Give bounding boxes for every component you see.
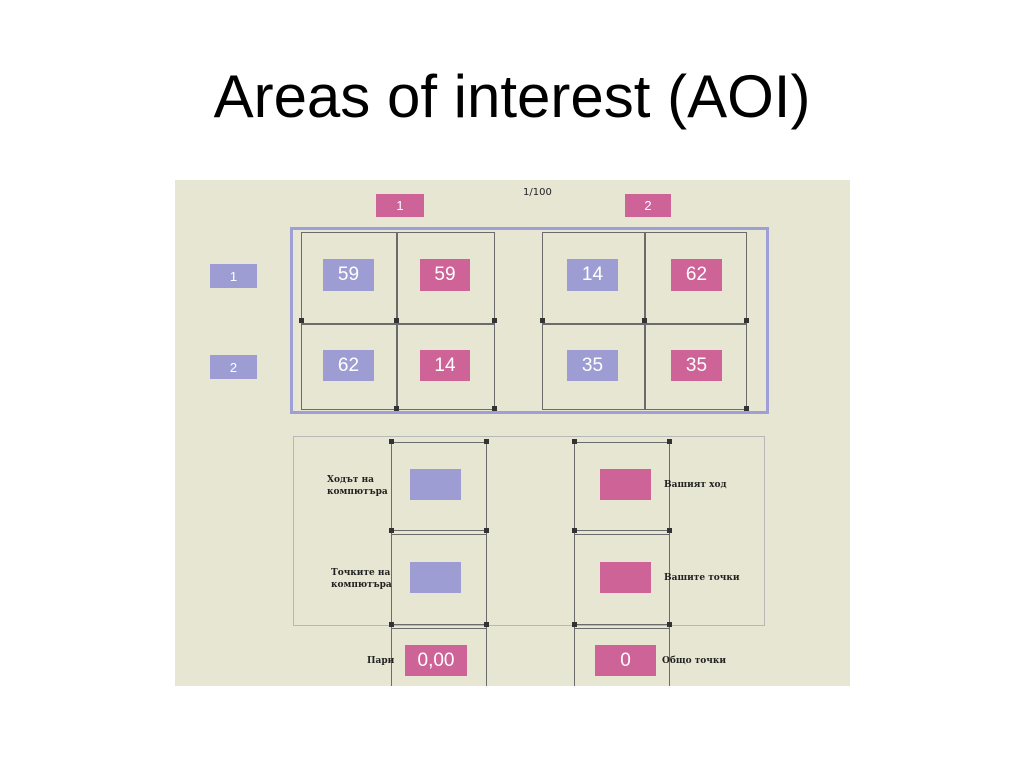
aoi-handle <box>484 528 489 533</box>
computer-move-box <box>410 469 461 500</box>
aoi-handle <box>572 622 577 627</box>
aoi-cell <box>645 324 747 410</box>
aoi-cell <box>645 232 747 324</box>
row-label-1: 1 <box>210 264 257 288</box>
aoi-column-edge <box>669 440 670 686</box>
aoi-edge <box>391 534 487 535</box>
payoff-value: 59 <box>323 259 374 291</box>
aoi-cell <box>397 232 495 324</box>
aoi-column-edge <box>391 440 392 686</box>
aoi-handle <box>484 622 489 627</box>
aoi-handle <box>389 528 394 533</box>
aoi-edge <box>391 624 487 625</box>
payoff-value: 62 <box>671 259 722 291</box>
payoff-value: 62 <box>323 350 374 381</box>
aoi-handle <box>299 318 304 323</box>
aoi-handle <box>389 439 394 444</box>
column-label-2: 2 <box>625 194 671 217</box>
experiment-screenshot: 1/100 1 2 1 2 59 59 14 62 62 14 35 35 <box>175 180 850 686</box>
your-move-label: Вашият ход <box>664 480 727 490</box>
aoi-handle <box>389 622 394 627</box>
aoi-edge <box>391 442 487 443</box>
aoi-edge <box>574 534 670 535</box>
aoi-handle <box>642 318 647 323</box>
payoff-value: 35 <box>671 350 722 381</box>
payoff-value: 14 <box>420 350 470 381</box>
aoi-edge <box>391 530 487 531</box>
aoi-edge <box>574 628 670 629</box>
computer-points-box <box>410 562 461 593</box>
aoi-handle <box>744 406 749 411</box>
aoi-handle <box>492 318 497 323</box>
aoi-edge <box>574 530 670 531</box>
payoff-value: 35 <box>567 350 618 381</box>
aoi-handle <box>394 406 399 411</box>
computer-move-label: Ходът на компютъра <box>327 475 388 497</box>
slide-title: Areas of interest (AOI) <box>213 63 811 130</box>
your-points-label: Вашите точки <box>664 573 740 583</box>
trial-counter: 1/100 <box>523 187 552 198</box>
aoi-cell <box>301 232 397 324</box>
computer-points-label: Точките на компютъра <box>331 568 392 590</box>
aoi-cell <box>301 324 397 410</box>
your-move-box <box>600 469 651 500</box>
aoi-handle <box>394 318 399 323</box>
column-label-1: 1 <box>376 194 424 217</box>
payoff-value: 59 <box>420 259 470 291</box>
aoi-handle <box>744 318 749 323</box>
payoff-value: 14 <box>567 259 618 291</box>
aoi-handle <box>572 439 577 444</box>
aoi-handle <box>492 406 497 411</box>
aoi-handle <box>484 439 489 444</box>
aoi-column-edge <box>574 440 575 686</box>
aoi-handle <box>667 528 672 533</box>
total-points-label: Общо точки <box>662 656 727 666</box>
total-points-value: 0 <box>595 645 656 676</box>
your-points-box <box>600 562 651 593</box>
aoi-column-edge <box>486 440 487 686</box>
aoi-edge <box>391 628 487 629</box>
aoi-handle <box>572 528 577 533</box>
aoi-edge <box>574 442 670 443</box>
aoi-cell <box>542 324 645 410</box>
money-value: 0,00 <box>405 645 467 676</box>
aoi-cell <box>397 324 495 410</box>
row-label-2: 2 <box>210 355 257 379</box>
money-label: Пари <box>367 656 395 666</box>
feedback-panel <box>293 436 765 626</box>
aoi-edge <box>574 624 670 625</box>
aoi-handle <box>667 622 672 627</box>
aoi-handle <box>540 318 545 323</box>
payoff-matrix-frame <box>290 227 769 414</box>
aoi-handle <box>667 439 672 444</box>
aoi-cell <box>542 232 645 324</box>
